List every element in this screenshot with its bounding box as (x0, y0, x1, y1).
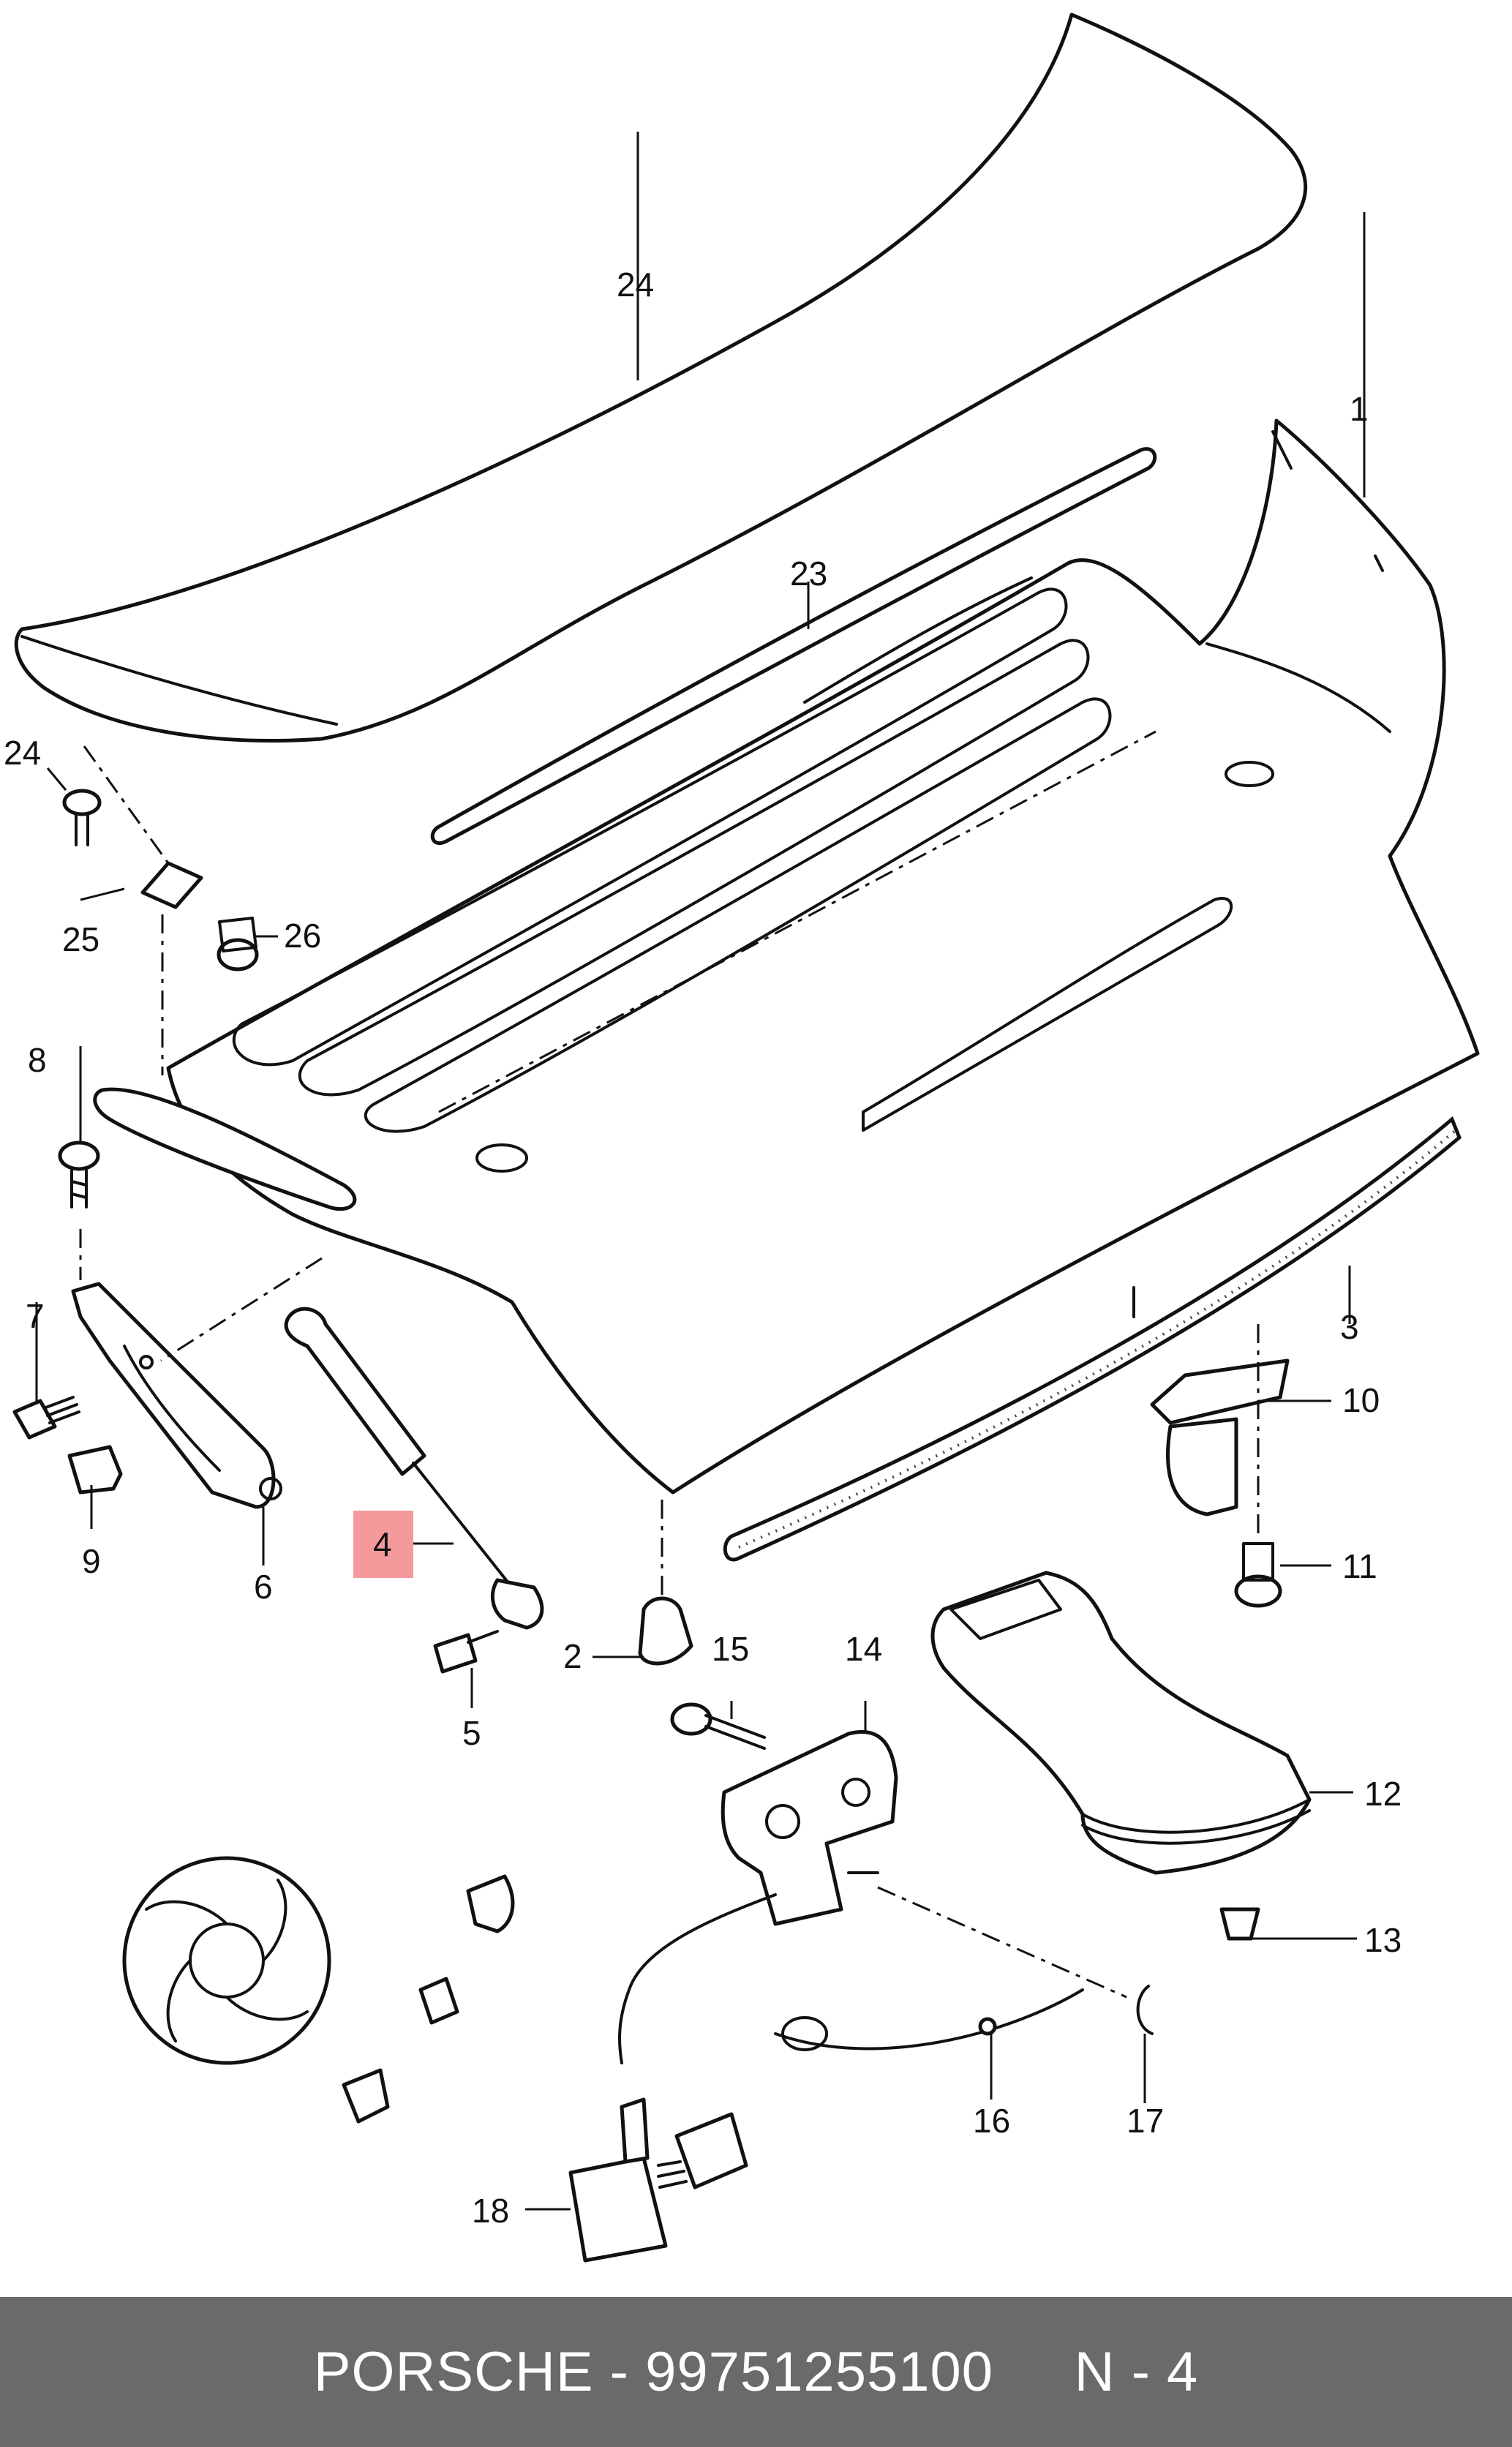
part-clip-9 (67, 1445, 123, 1495)
leader-lines (35, 132, 1366, 2211)
callout-3: 3 (1340, 1308, 1359, 1346)
callout-7: 7 (26, 1297, 45, 1335)
part-air-duct (930, 1571, 1312, 1875)
part-release-cable (774, 1988, 1084, 2051)
assembly-line (160, 1257, 323, 1362)
callout-23: 23 (790, 555, 827, 593)
callout-labels: 1 24 23 24 25 26 8 7 9 6 4 5 2 15 14 3 1… (4, 266, 1402, 2230)
footer-text: PORSCHE - 99751255100 N - 4 (313, 2341, 1199, 2403)
part-lock-actuator (568, 2097, 748, 2263)
callout-9: 9 (82, 1542, 101, 1580)
part-seal-strip (430, 447, 1157, 845)
highlight-callout-4 (353, 1511, 413, 1578)
part-lock-striker (1150, 1358, 1290, 1516)
part-hinge-bracket (71, 1282, 282, 1509)
callout-26: 26 (284, 917, 321, 955)
assembly-line (83, 745, 170, 864)
callout-1: 1 (1350, 390, 1369, 428)
lock-cable (618, 1893, 777, 2064)
part-fan-assembly (122, 1856, 331, 2065)
callout-18: 18 (472, 2192, 509, 2230)
assembly-line (877, 1886, 1127, 1999)
part-rear-lid (93, 418, 1480, 1495)
parts-diagram: 1 24 23 24 25 26 8 7 9 6 4 5 2 15 14 3 1… (4, 12, 1480, 2263)
callout-15: 15 (712, 1630, 749, 1668)
part-gas-strut (284, 1307, 544, 1630)
callout-4: 4 (373, 1525, 392, 1563)
callout-13: 13 (1364, 1921, 1402, 1959)
callout-25: 25 (62, 920, 99, 958)
callout-12: 12 (1364, 1775, 1402, 1813)
callout-24-screw: 24 (4, 734, 41, 772)
callout-16: 16 (973, 2102, 1010, 2140)
part-bolt-15 (670, 1702, 766, 1750)
part-number-footer: PORSCHE - 99751255100 N - 4 (0, 2297, 1512, 2447)
part-bolt-11 (1234, 1542, 1282, 1608)
callout-24-spoiler: 24 (617, 266, 654, 304)
part-rear-spoiler (14, 12, 1308, 743)
callout-5: 5 (462, 1714, 481, 1752)
part-bolt-chain (342, 1874, 515, 2124)
callout-11: 11 (1342, 1547, 1377, 1585)
part-nut-plate (140, 861, 203, 909)
part-retaining-clip (1136, 1985, 1154, 2035)
part-buffer (638, 1596, 693, 1666)
callout-14: 14 (845, 1630, 882, 1668)
part-screw-24 (62, 789, 102, 846)
part-clip-13 (1219, 1907, 1260, 1941)
callout-2: 2 (563, 1637, 582, 1675)
part-edge-seal (723, 1116, 1462, 1562)
part-bolt-26 (217, 917, 259, 971)
callout-8: 8 (28, 1041, 47, 1079)
part-screw-8 (58, 1140, 100, 1209)
part-bolt-7 (12, 1396, 80, 1440)
part-ball-stud (433, 1630, 499, 1674)
callout-17: 17 (1127, 2102, 1164, 2140)
callout-10: 10 (1342, 1381, 1380, 1419)
part-lock (721, 1730, 898, 1926)
callout-6: 6 (254, 1568, 273, 1606)
